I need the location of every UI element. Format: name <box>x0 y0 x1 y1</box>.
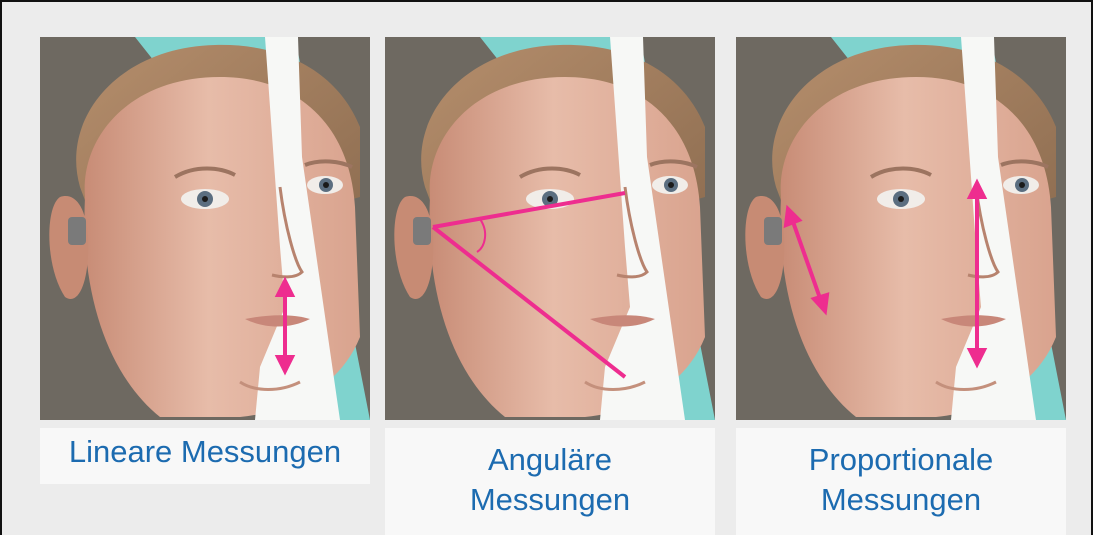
face-image-proportional <box>736 37 1066 420</box>
caption-proportional: Proportionale Messungen <box>736 428 1066 535</box>
face-image-linear <box>40 37 370 420</box>
face-image-angular <box>385 37 715 420</box>
caption-linear: Lineare Messungen <box>40 428 370 484</box>
caption-angular: Anguläre Messungen <box>385 428 715 535</box>
